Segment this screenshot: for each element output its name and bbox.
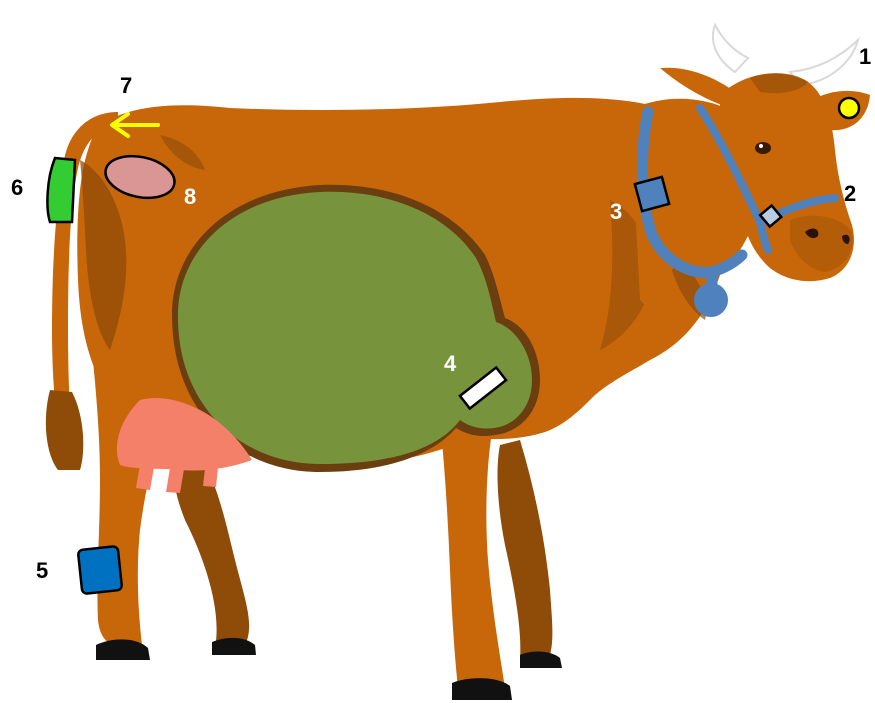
hoof-far-front bbox=[520, 652, 562, 668]
leg-band-pedometer-icon bbox=[78, 546, 122, 594]
label-5: 5 bbox=[36, 558, 48, 583]
label-6: 6 bbox=[11, 175, 23, 200]
label-4: 4 bbox=[444, 351, 457, 376]
label-1: 1 bbox=[859, 44, 871, 69]
label-2: 2 bbox=[844, 181, 856, 206]
label-3: 3 bbox=[610, 199, 622, 224]
label-8: 8 bbox=[184, 184, 196, 209]
tail-sensor-icon bbox=[47, 158, 75, 222]
near-front-leg bbox=[440, 420, 505, 688]
hoof-far-hind bbox=[212, 638, 256, 655]
ear-tag-sensor-icon bbox=[839, 98, 859, 118]
tail-switch bbox=[46, 390, 83, 470]
neck-collar-sensor-icon bbox=[635, 177, 669, 211]
eye-highlight bbox=[759, 144, 763, 148]
far-front-leg bbox=[498, 440, 553, 660]
horn-left bbox=[713, 25, 748, 72]
teat bbox=[203, 467, 218, 487]
label-7: 7 bbox=[120, 73, 132, 98]
hoof-near-hind bbox=[96, 639, 150, 660]
eye bbox=[755, 142, 771, 154]
collar-pendant-weight bbox=[694, 283, 728, 317]
